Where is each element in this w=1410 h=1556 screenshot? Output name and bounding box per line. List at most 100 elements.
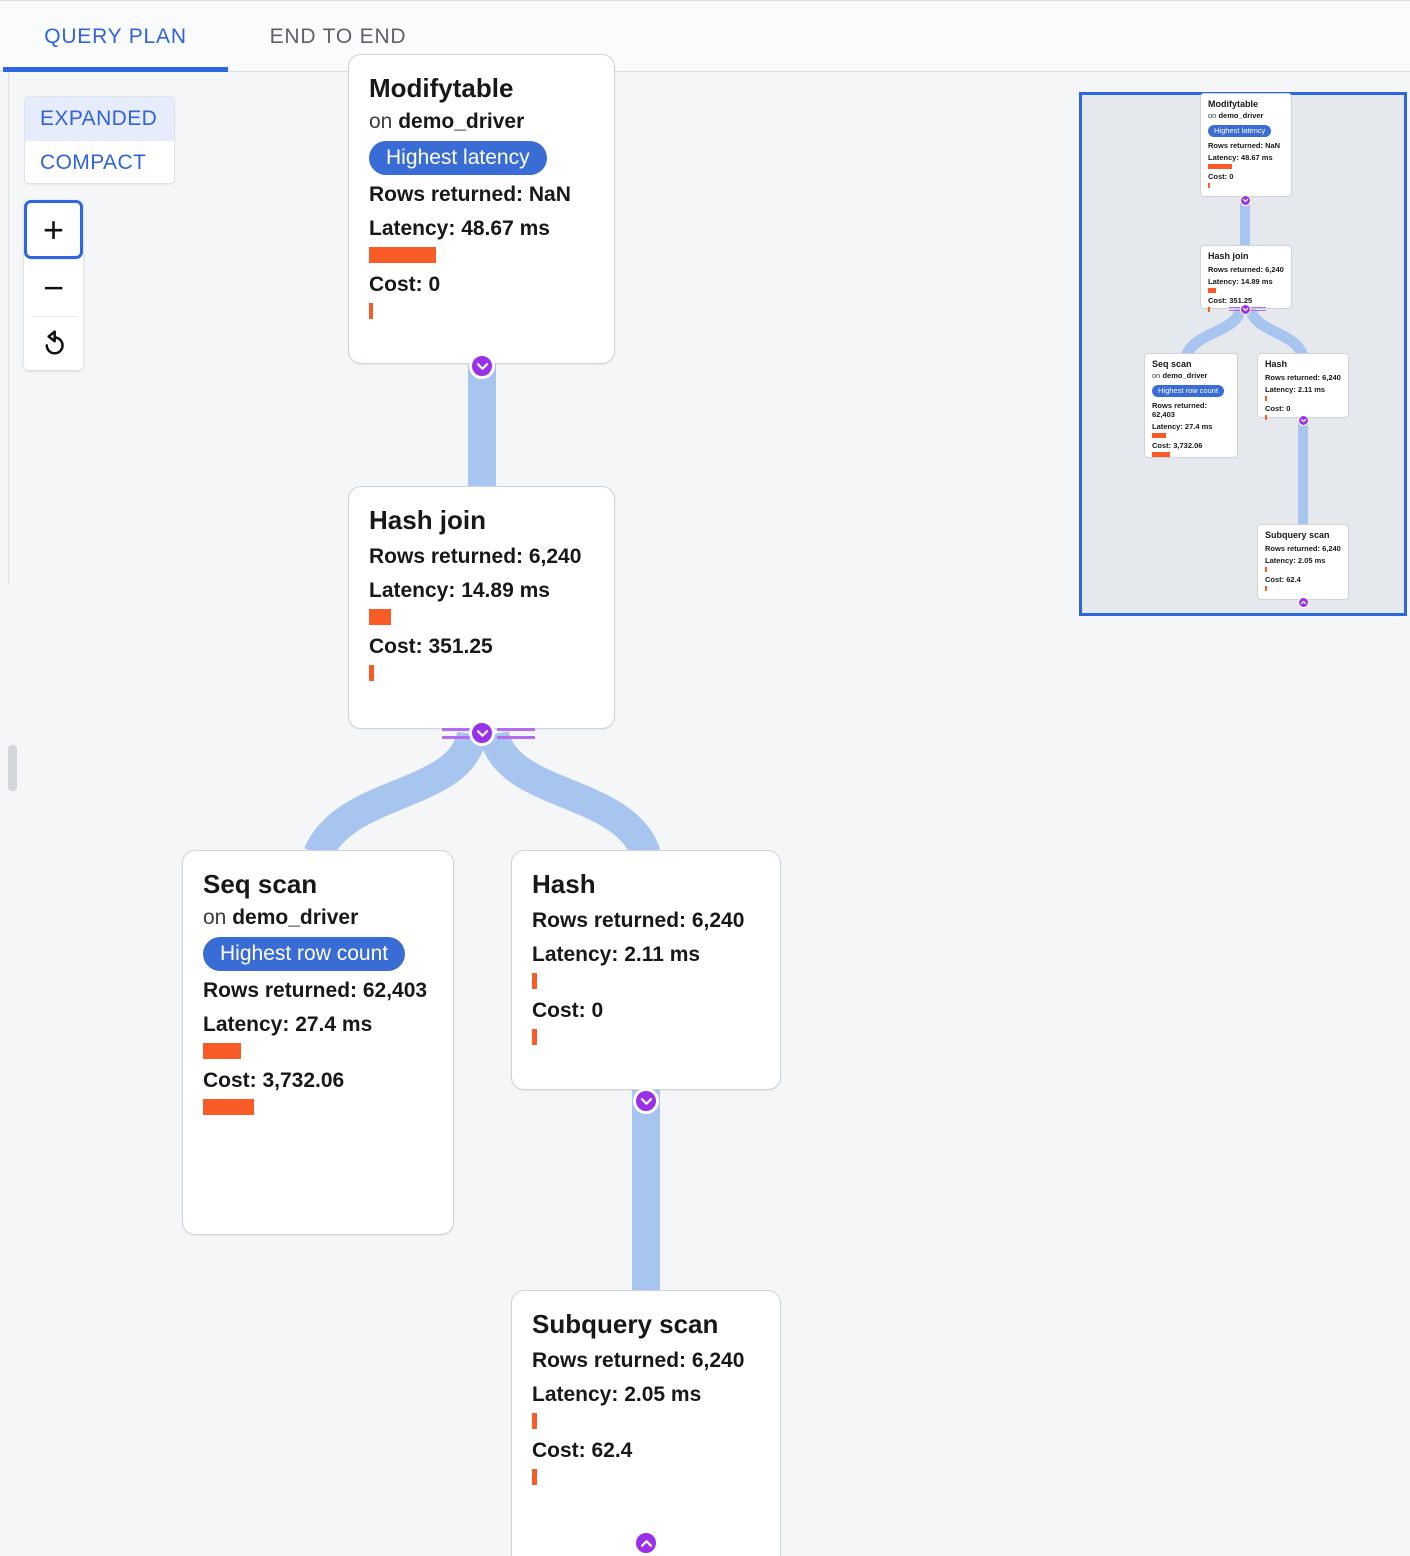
plan-node-hash-join[interactable]: Hash join Rows returned: 6,240 Latency: …: [348, 486, 615, 729]
tab-end-to-end-label: END TO END: [269, 24, 407, 48]
minimap[interactable]: Modifytable on demo_driver Highest laten…: [1079, 92, 1407, 616]
node-cost: Cost: 3,732.06: [203, 1068, 345, 1092]
minimap-toggle-rail-left: [1229, 307, 1245, 312]
graph-canvas[interactable]: Modifytable on demo_driver Highest laten…: [0, 54, 1410, 1556]
node-latency: Latency: 48.67 ms: [369, 216, 550, 240]
plus-icon: +: [42, 208, 65, 250]
chevron-down-icon: [1242, 307, 1249, 312]
plan-node-modifytable[interactable]: Modifytable on demo_driver Highest laten…: [348, 54, 615, 364]
view-mode-expanded-label: EXPANDED: [40, 107, 158, 130]
status-badge: Highest latency: [369, 140, 547, 175]
node-rows: Rows returned: NaN: [369, 182, 571, 206]
latency-bar: [1265, 396, 1267, 402]
node-title: Seq scan: [1152, 359, 1192, 369]
node-latency: Latency: 2.05 ms: [1265, 556, 1326, 566]
cost-bar: [1208, 307, 1210, 313]
minus-icon: −: [42, 267, 65, 308]
chevron-down-icon: [1300, 418, 1307, 423]
tab-bar: QUERY PLAN END TO END: [0, 0, 1410, 72]
view-mode-expanded[interactable]: EXPANDED: [25, 97, 174, 141]
tab-query-plan-label: QUERY PLAN: [44, 24, 187, 48]
chevron-up-icon: [1300, 600, 1307, 605]
node-rows: Rows returned: 6,240: [1265, 544, 1341, 554]
node-relation: on demo_driver: [1152, 371, 1208, 381]
node-relation: on demo_driver: [369, 109, 525, 133]
chevron-up-icon: [640, 1539, 652, 1547]
node-title: Seq scan: [203, 869, 318, 899]
node-latency: Latency: 2.11 ms: [1265, 385, 1326, 395]
zoom-in-button[interactable]: +: [24, 200, 83, 259]
node-cost: Cost: 0: [369, 272, 441, 296]
node-title: Subquery scan: [532, 1309, 719, 1339]
panel-resize-handle[interactable]: [8, 745, 17, 791]
reset-view-button[interactable]: [24, 317, 83, 373]
expand-toggle-subquery-scan[interactable]: [633, 1530, 659, 1556]
minimap-node-seq-scan: Seq scan on demo_driver Highest row coun…: [1144, 353, 1238, 458]
node-title: Modifytable: [369, 73, 514, 103]
collapse-toggle-hash[interactable]: [633, 1088, 659, 1114]
minimap-toggle-hash-join: [1240, 304, 1251, 315]
mini-edge-3: [1244, 306, 1309, 359]
latency-bar: [1208, 164, 1232, 170]
node-cost: Cost: 0: [532, 998, 604, 1022]
collapse-toggle-hash-join[interactable]: [469, 720, 495, 746]
active-tab-indicator: [3, 67, 228, 72]
tab-query-plan[interactable]: QUERY PLAN: [3, 1, 228, 72]
zoom-controls: + −: [24, 200, 83, 370]
node-rows: Rows returned: 62,403: [203, 978, 428, 1002]
latency-bar: [532, 1412, 537, 1429]
view-mode-compact-label: COMPACT: [40, 151, 147, 174]
latency-bar: [369, 246, 436, 263]
minimap-edge-layer: [1180, 200, 1309, 527]
latency-bar: [203, 1042, 241, 1059]
node-rows: Rows returned: 62,403: [1152, 401, 1208, 420]
node-title: Hash: [532, 869, 596, 899]
mini-edge-2: [1180, 306, 1247, 359]
node-title: Hash join: [369, 505, 487, 535]
latency-bar: [1152, 433, 1166, 439]
zoom-out-button[interactable]: −: [24, 260, 83, 316]
status-badge: Highest row count: [203, 936, 406, 971]
cost-bar: [1152, 452, 1170, 458]
zoom-divider-2: [31, 316, 76, 317]
node-title: Subquery scan: [1265, 530, 1330, 540]
node-cost: Cost: 3,732.06: [1152, 441, 1203, 451]
zoom-divider-1: [31, 259, 76, 260]
latency-bar: [369, 608, 391, 625]
edge-hashjoin-seqscan: [304, 730, 487, 861]
node-latency: Latency: 27.4 ms: [203, 1012, 373, 1036]
node-rows: Rows returned: 6,240: [369, 544, 582, 568]
node-rows: Rows returned: 6,240: [532, 1348, 745, 1372]
chevron-down-icon: [1242, 198, 1249, 203]
latency-bar: [1265, 567, 1267, 573]
tab-end-to-end[interactable]: END TO END: [232, 1, 444, 72]
node-rows: Rows returned: 6,240: [1265, 373, 1341, 383]
plan-node-hash[interactable]: Hash Rows returned: 6,240 Latency: 2.11 …: [511, 850, 781, 1090]
cost-bar: [1208, 183, 1210, 189]
node-cost: Cost: 0: [1208, 172, 1234, 182]
plan-node-subquery-scan[interactable]: Subquery scan Rows returned: 6,240 Laten…: [511, 1290, 781, 1556]
cost-bar: [1265, 415, 1267, 421]
node-title: Modifytable: [1208, 99, 1259, 109]
cost-bar: [532, 1468, 537, 1485]
node-relation: on demo_driver: [1208, 111, 1264, 121]
cost-bar: [1265, 586, 1267, 592]
node-cost: Cost: 0: [1265, 404, 1291, 414]
minimap-toggle-modifytable: [1240, 195, 1251, 206]
edge-hashjoin-hash: [479, 729, 661, 860]
chevron-down-icon: [476, 362, 488, 370]
node-latency: Latency: 48.67 ms: [1208, 153, 1273, 163]
node-cost: Cost: 351.25: [369, 634, 493, 658]
node-latency: Latency: 2.11 ms: [532, 942, 701, 966]
node-cost: Cost: 351.25: [1208, 296, 1253, 306]
plan-node-seq-scan[interactable]: Seq scan on demo_driver Highest row coun…: [182, 850, 454, 1235]
view-mode-compact[interactable]: COMPACT: [25, 141, 174, 183]
latency-bar: [1208, 288, 1216, 294]
minimap-toggle-rail-right: [1250, 307, 1266, 312]
collapse-toggle-modifytable[interactable]: [469, 353, 495, 379]
chevron-down-icon: [640, 1097, 652, 1105]
cost-bar: [369, 664, 374, 681]
node-latency: Latency: 27.4 ms: [1152, 422, 1213, 432]
panel-divider: [8, 72, 9, 584]
node-latency: Latency: 2.05 ms: [532, 1382, 702, 1406]
